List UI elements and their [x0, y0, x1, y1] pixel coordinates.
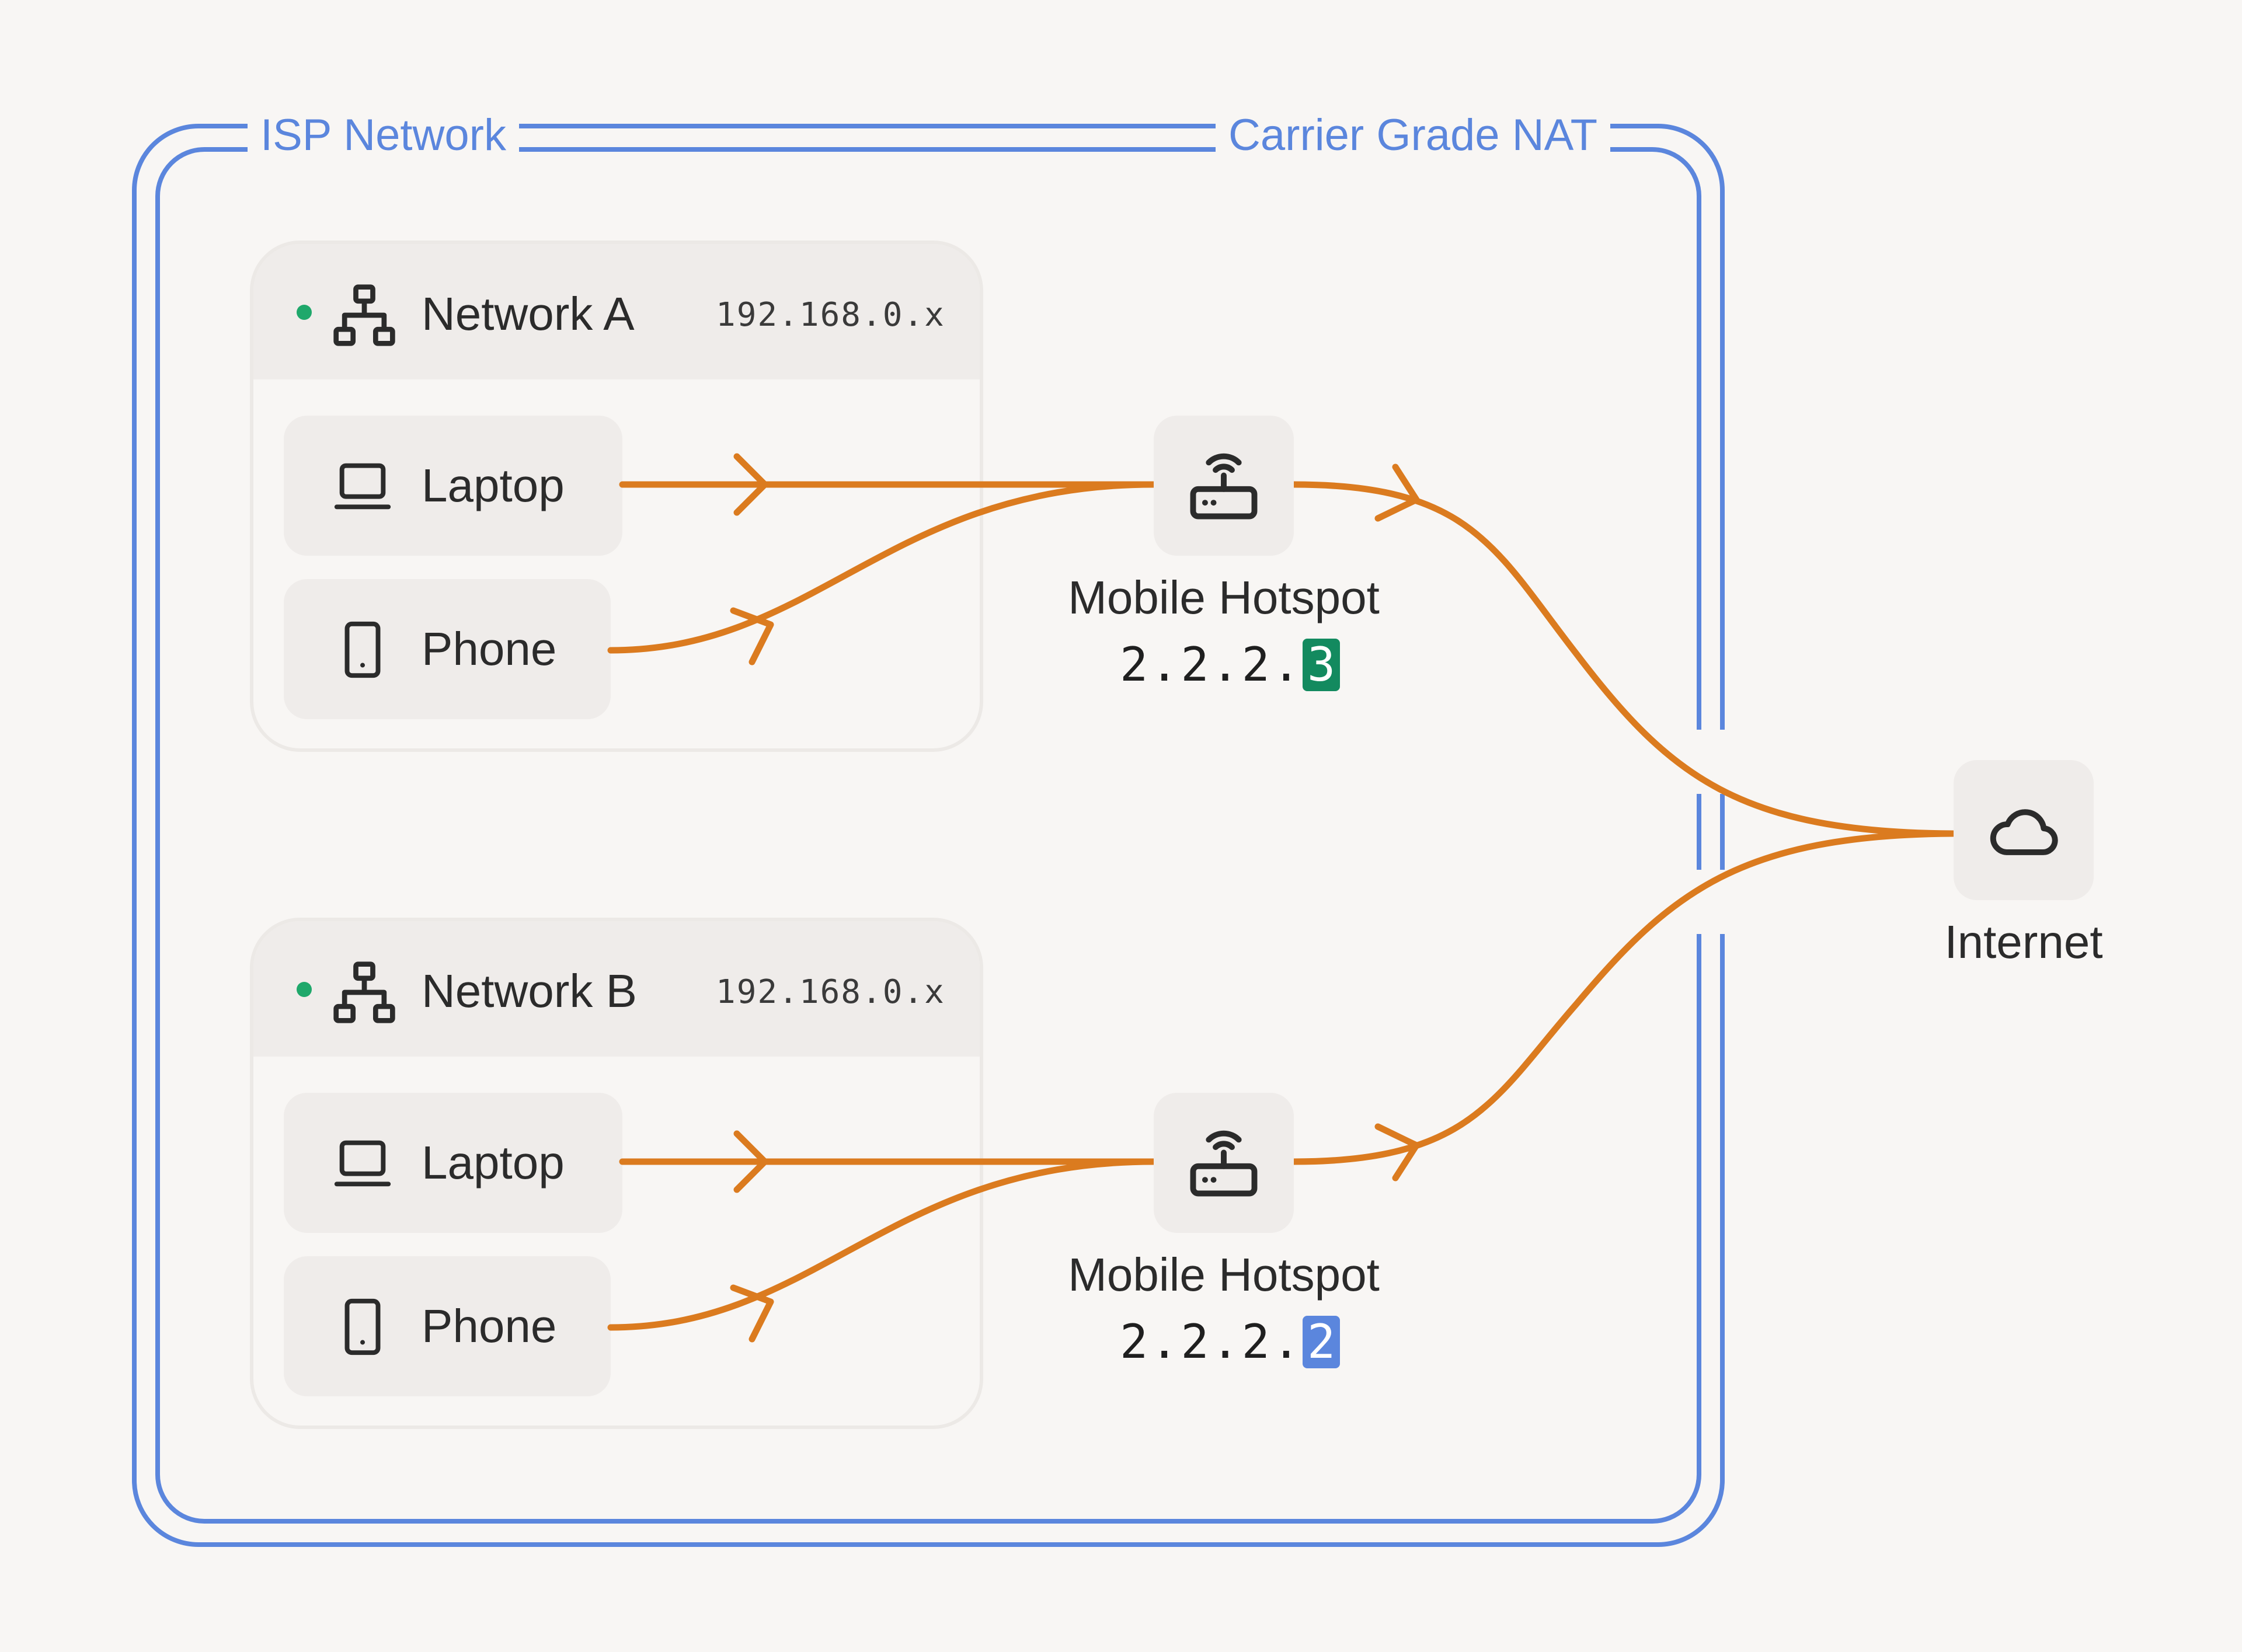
device-label: Phone: [422, 623, 557, 675]
device-label: Phone: [422, 1300, 557, 1352]
flow-phone-a-to-hotspot-a: [607, 481, 1157, 654]
ip-prefix: 2.2.2.: [1120, 1315, 1303, 1369]
network-a-phone[interactable]: Phone: [284, 579, 611, 719]
flow-phone-b-to-hotspot-b: [607, 1158, 1157, 1331]
laptop-icon: [334, 463, 391, 510]
arrow-head: [733, 1130, 768, 1193]
internet-node[interactable]: [1954, 760, 2094, 900]
router-icon: [1190, 1130, 1258, 1197]
internet-label: Internet: [1944, 916, 2103, 968]
ip-host-badge: 3: [1302, 639, 1341, 691]
network-a-header: Network A 192.168.0.x: [253, 244, 980, 379]
hotspot-a-label: Mobile Hotspot: [1068, 571, 1380, 623]
phone-icon: [344, 1298, 381, 1355]
network-b-name: Network B: [422, 965, 637, 1017]
flow-hotspot-b-to-internet: [1290, 830, 1957, 1165]
network-b-phone[interactable]: Phone: [284, 1256, 611, 1396]
network-icon: [333, 961, 395, 1023]
router-icon: [1190, 453, 1258, 520]
hotspot-b-ip: 2.2.2.2: [1120, 1315, 1341, 1369]
status-dot: [297, 982, 312, 997]
device-label: Laptop: [422, 459, 565, 511]
flow-hotspot-a-to-internet: [1290, 481, 1957, 837]
hotspot-b-label: Mobile Hotspot: [1068, 1249, 1380, 1301]
hotspot-a-node[interactable]: [1154, 416, 1294, 556]
device-label: Laptop: [422, 1137, 565, 1189]
network-b-laptop[interactable]: Laptop: [284, 1093, 622, 1233]
network-a-name: Network A: [422, 288, 635, 340]
network-icon: [333, 284, 395, 346]
ip-host-badge: 2: [1302, 1316, 1341, 1368]
arrow-head: [730, 1284, 774, 1343]
laptop-icon: [334, 1140, 391, 1187]
network-b-header: Network B 192.168.0.x: [253, 921, 980, 1057]
network-a-subnet: 192.168.0.x: [716, 296, 945, 334]
hotspot-b-node[interactable]: [1154, 1093, 1294, 1233]
network-b-subnet: 192.168.0.x: [716, 973, 945, 1011]
network-a-laptop[interactable]: Laptop: [284, 416, 622, 556]
arrow-head: [1374, 463, 1420, 522]
ip-prefix: 2.2.2.: [1120, 637, 1303, 692]
arrow-head: [1374, 1123, 1420, 1182]
status-dot: [297, 305, 312, 320]
carrier-grade-nat-label: Carrier Grade NAT: [1216, 113, 1611, 158]
cloud-icon: [1990, 809, 2058, 855]
arrow-head: [730, 607, 774, 665]
isp-network-label: ISP Network: [248, 113, 519, 158]
hotspot-a-ip: 2.2.2.3: [1120, 637, 1341, 692]
arrow-head: [733, 453, 768, 516]
phone-icon: [344, 621, 381, 678]
